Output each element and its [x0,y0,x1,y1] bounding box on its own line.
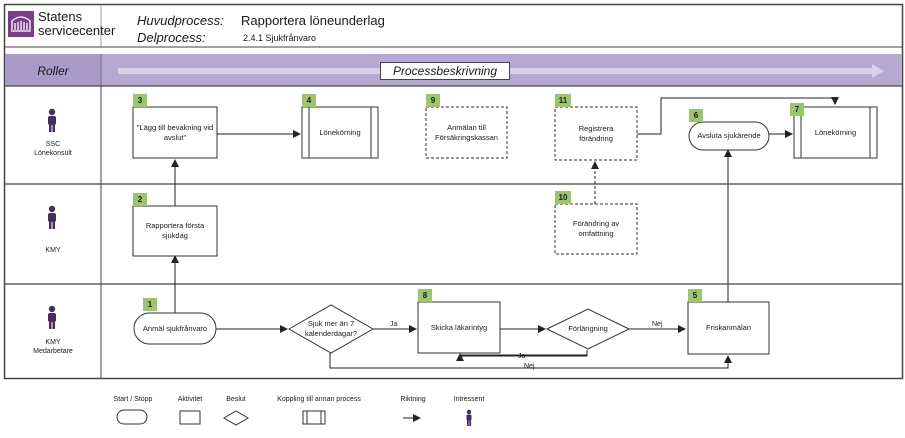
tag-10 [555,191,571,204]
tag-7 [790,103,804,116]
tag-3 [133,94,147,107]
role-kmy-medarbetare: KMY Medarbetare [5,338,101,356]
delprocess-value: 2.4.1 Sjukfrånvaro [243,33,317,43]
step-9-number: 9 [430,96,436,105]
legend-decision-label: Beslut [226,396,246,403]
edge-label-nej-1: Nej [652,321,663,328]
step-10-box [554,203,638,255]
step-3-box [132,106,218,159]
step-5-label: Friskanmälan [705,323,751,332]
step-3-number: 3 [137,96,143,105]
tag-1 [143,298,157,311]
logo-line1: Statens [38,9,83,24]
role-kmy: KMY [5,246,101,255]
legend-subprocess-label: Koppling till annan process [277,396,361,403]
legend-activity-label: Aktivitet [177,396,203,403]
tag-4 [302,94,316,107]
tag-6 [689,109,703,122]
role-line: Lönekonsult [34,150,72,157]
step-6-label: Avsluta sjukärende [697,131,761,140]
step-2-number: 2 [137,195,143,204]
roller-cell [5,54,101,86]
tag-2 [133,193,147,206]
step-2-label: Rapportera första sjukdag [145,221,205,240]
step-4-number: 4 [306,96,312,105]
decision-1-label: Sjuk mer än 7 kalenderdagar? [304,319,358,338]
tag-5 [688,289,702,302]
legend-stakeholder-label: Intressent [453,396,485,403]
step-4-label: Lönekörning [319,127,361,137]
tag-9 [426,94,440,107]
step-6-number: 6 [693,111,699,120]
legend-start-stop-shape [116,409,148,425]
step-11-number: 11 [558,96,568,105]
logo-text: Statens servicecenter [38,10,115,38]
role-line: Medarbetare [33,348,73,355]
huvudprocess-value: Rapportera löneunderlag [241,13,385,28]
tag-8 [418,289,432,302]
decision-1-diamond [287,304,375,354]
person-icon-medarbetare [48,305,56,329]
step-9-label: Anmälan till Försäkringskassan [435,122,498,142]
step-1-box [133,312,217,345]
step-6-box [688,121,770,151]
step-8-box [417,301,501,354]
step-2-box [132,205,218,257]
delprocess-label: Delprocess: [137,30,206,45]
legend-subprocess-shape [302,410,326,425]
processbeskrivning-heading: Processbeskrivning [380,62,510,80]
person-icon-kmy [48,205,56,229]
logo-line2: servicecenter [38,23,116,38]
step-7-number: 7 [794,105,800,114]
step-8-number: 8 [422,291,428,300]
step-3-label: "Lägg till bevakning vid avslut" [136,122,214,142]
step-1-number: 1 [147,300,153,309]
step-5-number: 5 [692,291,698,300]
legend-person-icon [466,409,472,426]
edge-label-ja-1: Ja [390,321,398,328]
legend-start-stop-label: Start / Stopp [113,396,153,403]
step-10-number: 10 [558,193,568,202]
step-11-label: Registrera förändring [578,123,614,143]
step-4-box [301,106,379,159]
decision-2-diamond [545,308,631,350]
step-9-box [425,106,508,159]
tag-11 [555,94,571,107]
step-1-label: Anmäl sjukfrånvaro [142,323,208,333]
role-line: KMY [45,339,61,346]
step-11-box [554,106,638,161]
step-7-label: Lönekörning [814,127,857,137]
huvudprocess-label: Huvudprocess: [137,13,224,28]
role-line: SSC [45,141,61,148]
step-10-label: Förändring av omfattning [572,219,620,238]
legend-direction-label: Riktning [400,396,426,403]
legend-activity-shape [179,410,201,425]
edge-label-ja-2: Ja [518,353,526,360]
decision-2-label: Förlängning [568,324,608,333]
role-line: KMY [45,247,61,254]
step-5-box [687,301,770,355]
step-7-box [793,106,878,159]
edge-label-nej-2: Nej [524,363,535,370]
person-icon-ssc [48,108,56,132]
roller-heading: Roller [37,64,69,78]
step-8-label: Skicka läkarintyg [430,322,488,332]
role-ssc-lonekonsult: SSC Lönekonsult [5,140,101,158]
legend-decision-shape [223,410,249,426]
